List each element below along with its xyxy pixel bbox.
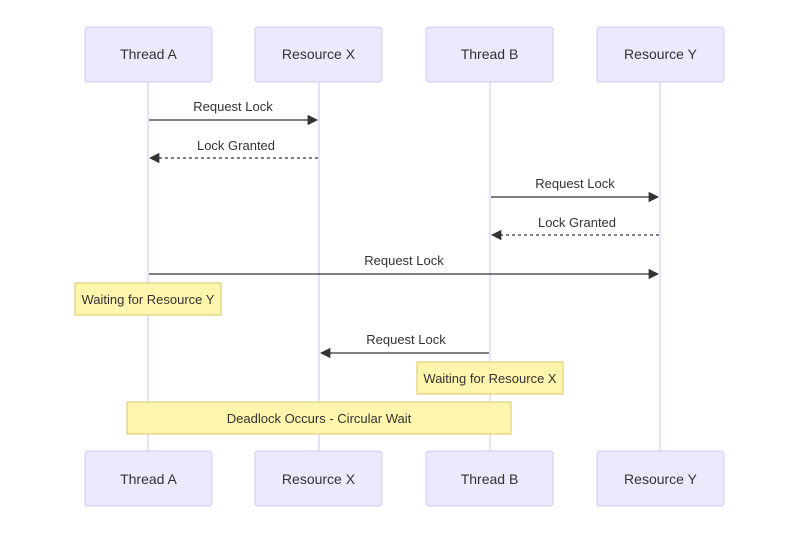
note-text: Deadlock Occurs - Circular Wait	[227, 411, 412, 426]
message-label: Request Lock	[364, 253, 444, 268]
participant-label: Resource Y	[624, 46, 698, 62]
note-waiting-resource-y: Waiting for Resource Y	[74, 282, 222, 316]
participant-label: Resource Y	[624, 471, 698, 487]
participant-label: Thread A	[120, 471, 177, 487]
participant-label: Thread B	[461, 46, 519, 62]
message-request-lock-a-to-x: Request Lock	[149, 99, 319, 126]
participant-bottom-resource-x: Resource X	[254, 450, 383, 507]
participant-label: Thread A	[120, 46, 177, 62]
message-label: Lock Granted	[538, 215, 616, 230]
participant-label: Thread B	[461, 471, 519, 487]
note-waiting-resource-x: Waiting for Resource X	[416, 361, 564, 395]
participant-bottom-resource-y: Resource Y	[596, 450, 725, 507]
note-text: Waiting for Resource X	[423, 371, 557, 386]
message-label: Request Lock	[193, 99, 273, 114]
message-lock-granted-x-to-a: Lock Granted	[148, 138, 318, 164]
message-request-lock-b-to-x: Request Lock	[319, 332, 489, 359]
message-label: Request Lock	[366, 332, 446, 347]
message-request-lock-a-to-y: Request Lock	[149, 253, 660, 280]
note-text: Waiting for Resource Y	[82, 292, 215, 307]
participant-top-resource-x: Resource X	[254, 26, 383, 83]
participant-bottom-thread-b: Thread B	[425, 450, 554, 507]
participant-top-thread-b: Thread B	[425, 26, 554, 83]
message-label: Lock Granted	[197, 138, 275, 153]
message-lock-granted-y-to-b: Lock Granted	[490, 215, 659, 241]
participant-top-thread-a: Thread A	[84, 26, 213, 83]
note-deadlock: Deadlock Occurs - Circular Wait	[126, 401, 512, 435]
message-label: Request Lock	[535, 176, 615, 191]
message-request-lock-b-to-y: Request Lock	[491, 176, 660, 203]
participant-bottom-thread-a: Thread A	[84, 450, 213, 507]
participant-label: Resource X	[282, 471, 356, 487]
participant-top-resource-y: Resource Y	[596, 26, 725, 83]
participant-label: Resource X	[282, 46, 356, 62]
